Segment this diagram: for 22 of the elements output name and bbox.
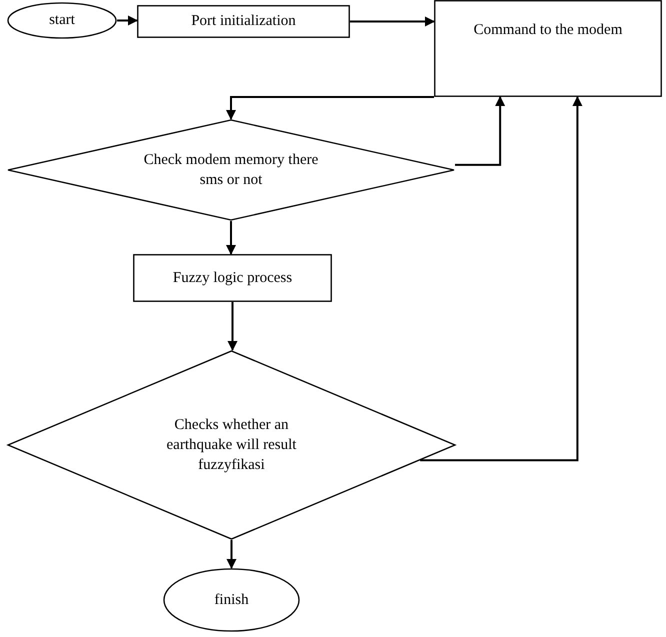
node-label: Command to the modem [474, 21, 622, 40]
node-label: finish [214, 590, 249, 610]
decision-diamond [7, 119, 455, 221]
arrow [228, 302, 238, 351]
process-box [133, 254, 332, 302]
node-label: Fuzzy logic process [172, 268, 292, 288]
decision-diamond [7, 350, 456, 540]
arrow [455, 96, 506, 166]
process-box [137, 5, 350, 38]
arrow [350, 16, 435, 26]
arrow [117, 16, 138, 26]
process-box [434, 0, 662, 97]
arrow [226, 96, 434, 120]
node-label: Check modem memory there sms or not [142, 150, 320, 190]
node-label: Port initialization [191, 12, 296, 32]
terminal-ellipse [7, 2, 117, 39]
node-label: start [49, 11, 75, 30]
node-label: Checks whether an earthquake will result fuzzyfikasi [166, 416, 298, 476]
arrow [226, 540, 236, 569]
arrow [420, 96, 582, 462]
arrow [226, 221, 236, 255]
terminal-ellipse [163, 568, 300, 632]
